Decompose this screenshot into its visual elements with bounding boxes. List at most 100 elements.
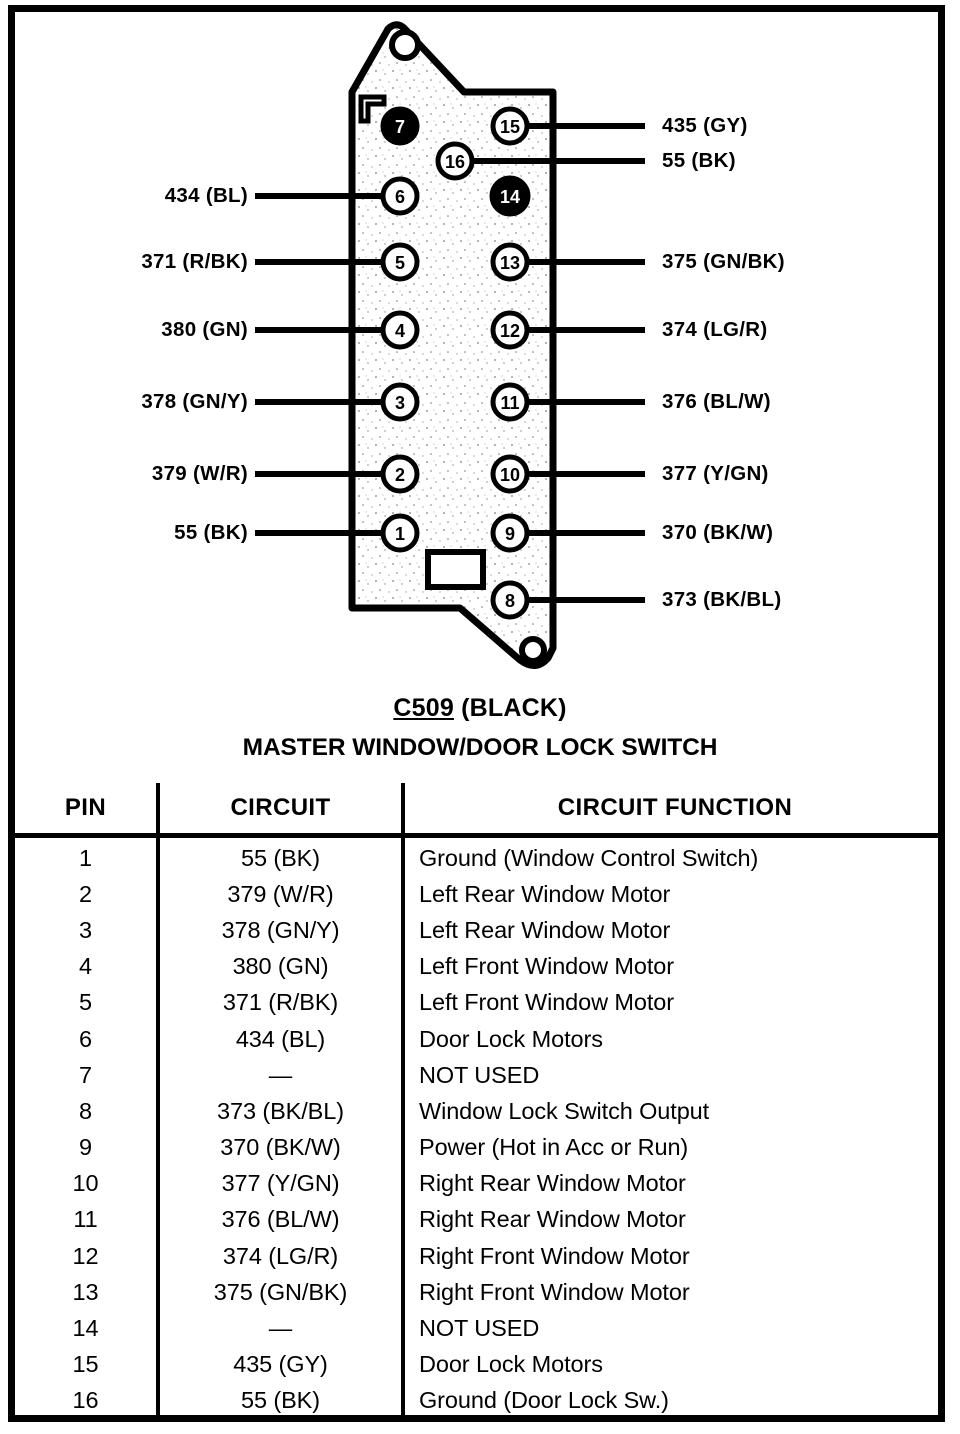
- table-row: 1 55 (BK) Ground (Window Control Switch): [15, 835, 945, 877]
- pin-9: 9: [490, 513, 530, 553]
- cell-pin: 11: [15, 1201, 160, 1239]
- wire-label-pin-9: 370 (BK/W): [662, 520, 774, 544]
- cell-circuit: 378 (GN/Y): [158, 912, 405, 949]
- table-row: 9 370 (BK/W) Power (Hot in Acc or Run): [15, 1129, 945, 1166]
- pin-11: 11: [490, 382, 530, 422]
- wire-label-pin-2: 379 (W/R): [151, 461, 248, 485]
- svg-text:1: 1: [395, 524, 405, 544]
- wire-label-pin-3: 378 (GN/Y): [141, 389, 248, 413]
- cell-function: Right Front Window Motor: [419, 1278, 690, 1305]
- cell-pin: 8: [15, 1093, 160, 1130]
- table-row: 16 55 (BK) Ground (Door Lock Sw.): [15, 1382, 945, 1419]
- keyway-slot: [425, 549, 486, 590]
- wire-label-pin-10: 377 (Y/GN): [662, 461, 769, 485]
- wire-label-pin-15: 435 (GY): [662, 113, 748, 137]
- svg-text:5: 5: [395, 253, 405, 273]
- wire-label-pin-13: 375 (GN/BK): [662, 249, 785, 273]
- cell-circuit: —: [158, 1310, 405, 1347]
- pin-2: 2: [380, 454, 420, 494]
- pin-6: 6: [380, 176, 420, 216]
- svg-text:10: 10: [500, 465, 520, 485]
- pin-16: 16: [435, 141, 475, 181]
- wire-label-pin-4: 380 (GN): [161, 317, 248, 341]
- cell-pin: 15: [15, 1346, 160, 1383]
- column-header-pin: PIN: [15, 783, 160, 838]
- alignment-key-icon: [358, 94, 387, 124]
- svg-text:14: 14: [500, 187, 520, 207]
- cell-pin: 10: [15, 1165, 160, 1202]
- cell-pin: 14: [15, 1310, 160, 1347]
- svg-text:15: 15: [500, 117, 520, 137]
- table-body: 1 55 (BK) Ground (Window Control Switch)…: [15, 835, 945, 1419]
- svg-text:4: 4: [395, 321, 405, 341]
- table-row: 14 — NOT USED: [15, 1310, 945, 1347]
- wire-label-pin-16: 55 (BK): [662, 148, 736, 172]
- cell-pin: 13: [15, 1274, 160, 1311]
- connector-color: (BLACK): [461, 694, 567, 722]
- cell-pin: 3: [15, 912, 160, 949]
- cell-circuit: 374 (LG/R): [158, 1238, 405, 1275]
- cell-function: Ground (Door Lock Sw.): [419, 1387, 669, 1414]
- cell-circuit: 371 (R/BK): [158, 984, 405, 1021]
- pin-4: 4: [380, 310, 420, 350]
- mounting-hole-bottom: [519, 636, 547, 664]
- cell-function: Left Front Window Motor: [419, 953, 674, 980]
- cell-pin: 12: [15, 1238, 160, 1275]
- leader-lines-left: [255, 193, 388, 536]
- connector-id: C509: [393, 694, 454, 722]
- cell-function: Power (Hot in Acc or Run): [419, 1134, 689, 1161]
- svg-text:12: 12: [500, 321, 520, 341]
- table-row: 3 378 (GN/Y) Left Rear Window Motor: [15, 912, 945, 949]
- table-row: 15 435 (GY) Door Lock Motors: [15, 1346, 945, 1383]
- connector-name-subtitle: MASTER WINDOW/DOOR LOCK SWITCH: [242, 733, 718, 761]
- page-border-frame: [8, 5, 945, 1422]
- cell-function: Right Rear Window Motor: [419, 1206, 686, 1233]
- cell-circuit: —: [158, 1057, 405, 1094]
- cell-function: Left Front Window Motor: [419, 989, 674, 1016]
- cell-pin: 6: [15, 1020, 160, 1058]
- cell-pin: 1: [15, 835, 160, 877]
- mounting-hole-top: [389, 29, 421, 61]
- table-row: 2 379 (W/R) Left Rear Window Motor: [15, 876, 945, 913]
- cell-circuit: 55 (BK): [158, 1382, 405, 1419]
- table-row: 11 376 (BL/W) Right Rear Window Motor: [15, 1201, 945, 1239]
- cell-function: Door Lock Motors: [419, 1025, 603, 1052]
- table-row: 8 373 (BK/BL) Window Lock Switch Output: [15, 1093, 945, 1130]
- svg-text:16: 16: [445, 152, 465, 172]
- cell-circuit: 376 (BL/W): [158, 1201, 405, 1239]
- svg-text:8: 8: [505, 591, 515, 611]
- pin-circles: 7 15 16 6: [380, 106, 531, 620]
- svg-text:6: 6: [395, 187, 405, 207]
- cell-function: Ground (Window Control Switch): [419, 844, 759, 871]
- column-header-function: CIRCUIT FUNCTION: [403, 783, 945, 838]
- cell-function: Right Rear Window Motor: [419, 1170, 686, 1197]
- connector-diagram: 7 15 16 6: [141, 21, 785, 669]
- wire-label-pin-8: 373 (BK/BL): [662, 587, 782, 611]
- cell-pin: 2: [15, 876, 160, 913]
- pin-8: 8: [490, 580, 530, 620]
- table-row: 13 375 (GN/BK) Right Front Window Motor: [15, 1274, 945, 1311]
- svg-text:7: 7: [395, 117, 405, 137]
- cell-function: Door Lock Motors: [419, 1351, 603, 1378]
- cell-pin: 5: [15, 984, 160, 1021]
- table-header-row: PIN CIRCUIT CIRCUIT FUNCTION: [15, 783, 945, 838]
- cell-function: NOT USED: [419, 1061, 540, 1088]
- pin-14: 14: [489, 175, 531, 217]
- cell-circuit: 435 (GY): [158, 1346, 405, 1383]
- svg-text:11: 11: [500, 393, 519, 413]
- connector-diagram-svg: 7 15 16 6: [255, 21, 645, 669]
- table-row: 6 434 (BL) Door Lock Motors: [15, 1020, 945, 1058]
- cell-circuit: 375 (GN/BK): [158, 1274, 405, 1311]
- connector-title-block: C509 (BLACK) MASTER WINDOW/DOOR LOCK SWI…: [15, 694, 945, 761]
- pin-12: 12: [490, 310, 530, 350]
- pin-15: 15: [490, 106, 530, 146]
- pin-5: 5: [380, 242, 420, 282]
- column-header-circuit: CIRCUIT: [158, 783, 405, 838]
- wire-label-pin-12: 374 (LG/R): [662, 317, 768, 341]
- wire-label-pin-1: 55 (BK): [174, 520, 248, 544]
- cell-circuit: 370 (BK/W): [158, 1129, 405, 1166]
- table-header: PIN CIRCUIT CIRCUIT FUNCTION: [15, 783, 945, 838]
- cell-function: Left Rear Window Motor: [419, 880, 671, 907]
- cell-circuit: 377 (Y/GN): [158, 1165, 405, 1202]
